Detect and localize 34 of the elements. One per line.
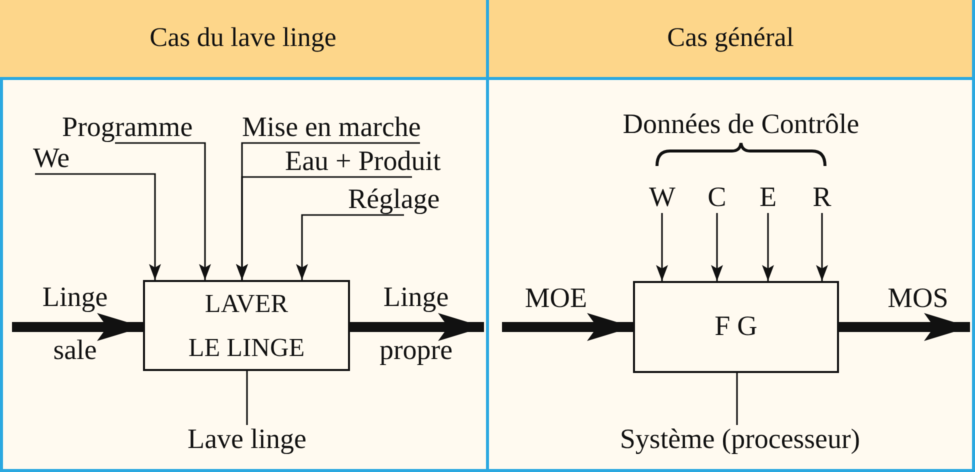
arrow <box>115 142 211 280</box>
flow-arrow <box>350 313 484 341</box>
arrow <box>656 213 668 281</box>
group-label: Données de Contrôle <box>622 110 860 140</box>
arrow <box>236 176 412 280</box>
control-label: R <box>809 183 835 213</box>
function-box: LAVER LE LINGE <box>143 280 350 371</box>
control-label: E <box>755 183 781 213</box>
control-label: Eau + Produit <box>285 147 441 177</box>
column-header: Cas général <box>489 0 972 77</box>
edge-label: Linge propre <box>378 281 454 368</box>
arrow <box>762 213 774 281</box>
control-label: W <box>649 183 675 213</box>
arrow <box>296 214 404 280</box>
edge-label: Linge sale <box>41 281 109 368</box>
arrow <box>711 213 723 281</box>
arrow <box>35 173 161 280</box>
arrow <box>816 213 828 281</box>
control-label: Réglage <box>348 185 440 215</box>
mechanism-label: Système (processeur) <box>605 425 875 457</box>
column-header: Cas du lave linge <box>0 0 486 77</box>
mechanism-label: Lave linge <box>180 425 314 457</box>
control-label: Mise en marche <box>242 113 421 143</box>
control-label: Programme <box>62 113 193 143</box>
control-label: We <box>33 144 70 174</box>
flow-arrow <box>839 313 970 341</box>
flow-arrow <box>12 313 143 341</box>
connector-line <box>246 371 248 425</box>
edge-label: MOE <box>524 284 588 314</box>
connector-line <box>736 373 738 425</box>
function-box: F G <box>633 281 839 373</box>
flow-arrow <box>502 313 633 341</box>
control-label: C <box>704 183 730 213</box>
edge-label: MOS <box>886 284 950 314</box>
